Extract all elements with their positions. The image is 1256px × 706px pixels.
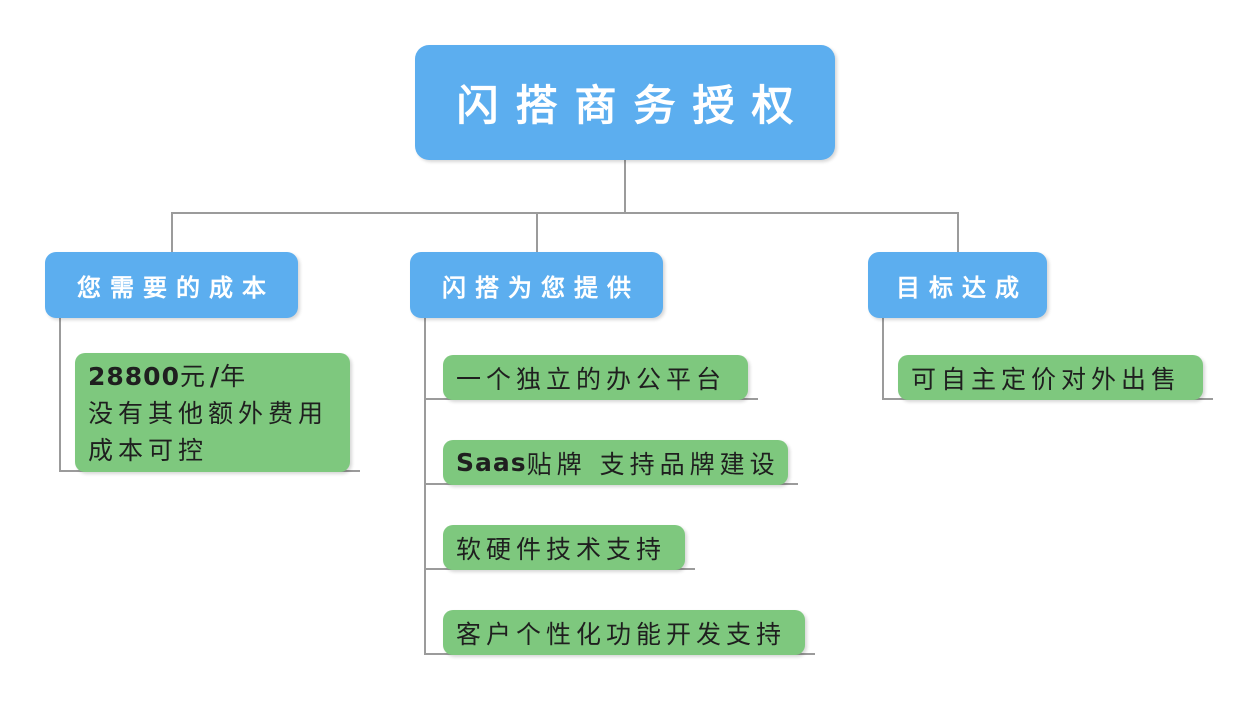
branch-topic-cost[interactable]: 您需要的成本	[45, 252, 298, 318]
branch-topic-provide-label: 闪搭为您提供	[442, 272, 640, 302]
connector-drop-provide	[536, 212, 538, 252]
cost-line-2: 没有其他额外费用	[88, 399, 329, 428]
topic-provide-platform-label: 一个独立的办公平台	[456, 364, 727, 394]
cost-price-number: 28800	[88, 362, 180, 391]
topic-provide-tech-support-label: 软硬件技术支持	[456, 534, 667, 564]
saas-bold-prefix: Saas	[456, 448, 527, 477]
branch-topic-goal[interactable]: 目标达成	[868, 252, 1047, 318]
connector-rail	[171, 212, 959, 214]
connector-trunk-cost	[59, 318, 61, 472]
root-topic-label: 闪搭商务授权	[456, 81, 811, 130]
topic-cost-details-text: 28800元/年 没有其他额外费用 成本可控	[88, 358, 328, 469]
connector-root-drop	[624, 160, 626, 213]
connector-trunk-goal	[882, 318, 884, 400]
topic-provide-custom-dev-label: 客户个性化功能开发支持	[456, 619, 787, 649]
root-topic[interactable]: 闪搭商务授权	[415, 45, 835, 160]
topic-provide-tech-support[interactable]: 软硬件技术支持	[443, 525, 685, 570]
topic-provide-custom-dev[interactable]: 客户个性化功能开发支持	[443, 610, 805, 655]
branch-topic-cost-label: 您需要的成本	[77, 272, 275, 302]
topic-provide-saas-branding-label: 贴牌 支持品牌建设	[526, 449, 780, 479]
connector-drop-goal	[957, 212, 959, 252]
topic-provide-platform[interactable]: 一个独立的办公平台	[443, 355, 748, 400]
topic-goal-resell[interactable]: 可自主定价对外出售	[898, 355, 1203, 400]
topic-goal-resell-label: 可自主定价对外出售	[911, 364, 1182, 394]
connector-trunk-provide	[424, 318, 426, 655]
branch-topic-provide[interactable]: 闪搭为您提供	[410, 252, 663, 318]
connector-drop-cost	[171, 212, 173, 252]
cost-price-line: 28800元/年	[88, 362, 251, 391]
branch-topic-goal-label: 目标达成	[896, 272, 1028, 302]
topic-cost-details[interactable]: 28800元/年 没有其他额外费用 成本可控	[75, 353, 350, 472]
cost-line-3: 成本可控	[88, 436, 209, 465]
